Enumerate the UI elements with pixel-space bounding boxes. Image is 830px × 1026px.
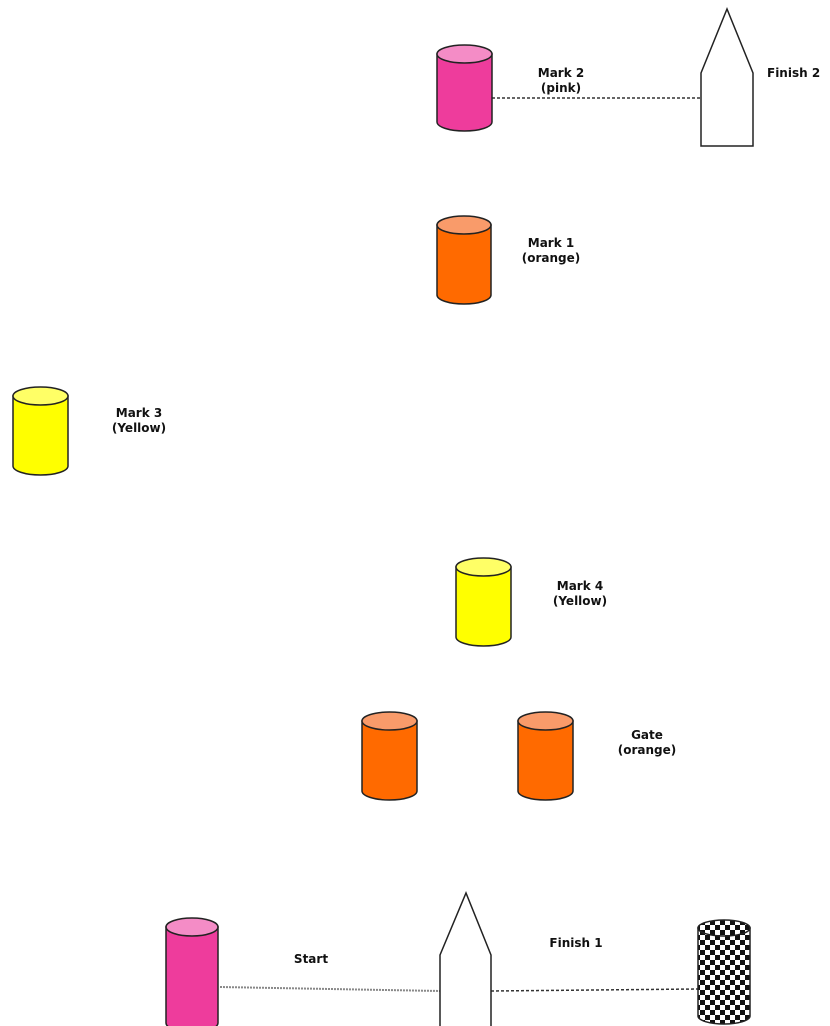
mark-3-label: Mark 3 (Yellow) — [104, 406, 174, 436]
buoy-top — [13, 387, 68, 405]
mark-4-title: Mark 4 — [545, 579, 615, 594]
mark-4-buoy-icon — [456, 558, 511, 646]
buoy-top — [437, 216, 491, 234]
buoy-body — [362, 721, 417, 800]
mark-1-color: (orange) — [516, 251, 586, 266]
buoy-top — [166, 918, 218, 936]
finish-2-label: Finish 2 — [767, 66, 830, 81]
start-buoy-icon — [166, 918, 218, 1026]
gate-color: (orange) — [611, 743, 683, 758]
buoy-top — [437, 45, 492, 63]
buoy-body — [437, 225, 491, 304]
buoy-top — [456, 558, 511, 576]
gate-left-buoy-icon — [362, 712, 417, 800]
mark-2-color: (pink) — [526, 81, 596, 96]
gate-right-buoy-icon — [518, 712, 573, 800]
buoy-body — [518, 721, 573, 800]
start-label: Start — [284, 952, 338, 967]
buoy-body — [166, 927, 218, 1026]
mark-3-color: (Yellow) — [104, 421, 174, 436]
start-line — [220, 987, 440, 991]
gate-label: Gate (orange) — [611, 728, 683, 758]
finish-1-line — [491, 989, 698, 991]
mark-2-label: Mark 2 (pink) — [526, 66, 596, 96]
buoy-top — [362, 712, 417, 730]
mark-4-color: (Yellow) — [545, 594, 615, 609]
mark-1-label: Mark 1 (orange) — [516, 236, 586, 266]
start-boat-icon — [440, 893, 491, 1026]
mark-1-buoy-icon — [437, 216, 491, 304]
mark-3-buoy-icon — [13, 387, 68, 475]
buoy-body — [456, 567, 511, 646]
mark-2-title: Mark 2 — [526, 66, 596, 81]
mark-1-title: Mark 1 — [516, 236, 586, 251]
finish-boat-top-icon — [701, 9, 753, 146]
finish-1-label: Finish 1 — [541, 936, 611, 951]
mark-2-buoy-icon — [437, 45, 492, 131]
buoy-top — [518, 712, 573, 730]
mark-3-title: Mark 3 — [104, 406, 174, 421]
buoy-body — [13, 396, 68, 475]
mark-4-label: Mark 4 (Yellow) — [545, 579, 615, 609]
buoy-body — [437, 54, 492, 131]
gate-title: Gate — [611, 728, 683, 743]
finish-checkered-buoy-icon — [698, 920, 750, 1024]
